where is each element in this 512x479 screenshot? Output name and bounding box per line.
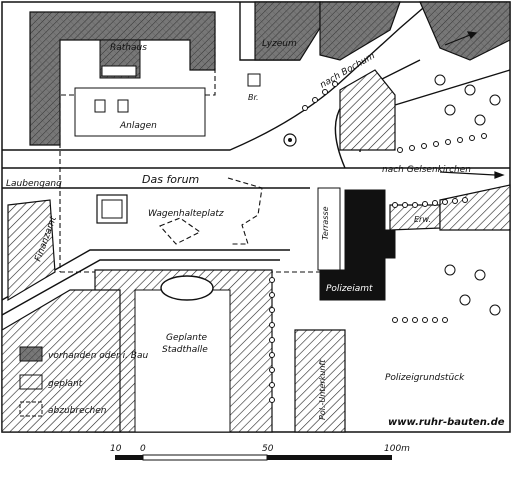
direction-arrows	[439, 31, 505, 179]
scale-tick-50: 50	[262, 444, 274, 454]
legend-planned-label: geplant	[48, 379, 83, 389]
planned-finanzamt	[7, 199, 56, 302]
forum-square-inner	[101, 199, 123, 219]
legend: vorhanden oder i. Bau geplant abzubreche…	[19, 346, 149, 417]
label-rathaus: Rathaus	[110, 43, 147, 53]
legend-demolish-label: abzubrechen	[48, 406, 107, 416]
scale-tick-10: 10	[110, 444, 122, 454]
label-lyzeum: Lyzeum	[262, 39, 297, 49]
stadthalle-oval	[160, 275, 214, 301]
scale-block-2	[142, 454, 268, 461]
arrow-gelsenkirchen	[494, 171, 505, 179]
demolish-block-small	[159, 217, 202, 245]
terrasse-area	[317, 187, 341, 271]
tree-rows	[269, 74, 501, 403]
scale-bar: 10 0 50 100m	[110, 444, 410, 461]
planned-block-nach-bochum	[339, 69, 396, 151]
street-diagonal-lower	[1, 259, 280, 316]
label-polizeiamt: Polizeiamt	[326, 284, 373, 294]
label-pol-unterkunft: Pol.-Unterkunft	[318, 359, 327, 420]
label-geplante: Geplante	[166, 333, 207, 343]
legend-swatch-existing	[19, 346, 43, 362]
street-nach-bochum-upper	[2, 1, 431, 151]
planned-block-east	[439, 184, 511, 231]
label-laubengang: Laubengang	[6, 179, 62, 189]
scale-tick-0: 0	[140, 444, 146, 454]
existing-block-ne	[419, 1, 511, 61]
stadthalle-main-hall	[134, 289, 231, 433]
roundabout-center	[288, 138, 292, 142]
label-das-forum: Das forum	[142, 173, 199, 186]
scale-block-3	[267, 455, 392, 460]
label-erw: Erw.	[414, 215, 431, 224]
planned-block-southwest	[1, 289, 121, 433]
rathaus-building	[29, 11, 216, 146]
anlagen-bed-2	[117, 99, 129, 113]
watermark: www.ruhr-bauten.de	[388, 417, 505, 428]
label-terrasse: Terrasse	[321, 206, 330, 240]
legend-swatch-planned	[19, 374, 43, 390]
scale-tick-100m: 100m	[384, 444, 410, 454]
label-stadthalle: Stadthalle	[162, 345, 208, 355]
planned-pol-unterkunft	[294, 329, 346, 433]
arrow-bochum	[466, 31, 478, 40]
label-wagenhalteplatz: Wagenhalteplatz	[148, 209, 224, 219]
scale-block-1	[115, 455, 143, 460]
label-anlagen: Anlagen	[119, 121, 157, 131]
lyzeum-annex	[319, 1, 401, 61]
rathaus-entrance	[101, 65, 137, 77]
wagenhalteplatz-demolish	[227, 177, 263, 245]
brunnen-marker	[247, 73, 261, 87]
anlagen-bed-1	[94, 99, 106, 113]
label-br: Br.	[248, 93, 259, 102]
legend-existing-label: vorhanden oder i. Bau	[48, 351, 149, 361]
label-nach-gelsenkirchen: nach Gelsenkirchen	[382, 165, 471, 175]
label-polizeigrundstueck: Polizeigrundstück	[385, 373, 465, 383]
lyzeum-building	[254, 1, 321, 61]
